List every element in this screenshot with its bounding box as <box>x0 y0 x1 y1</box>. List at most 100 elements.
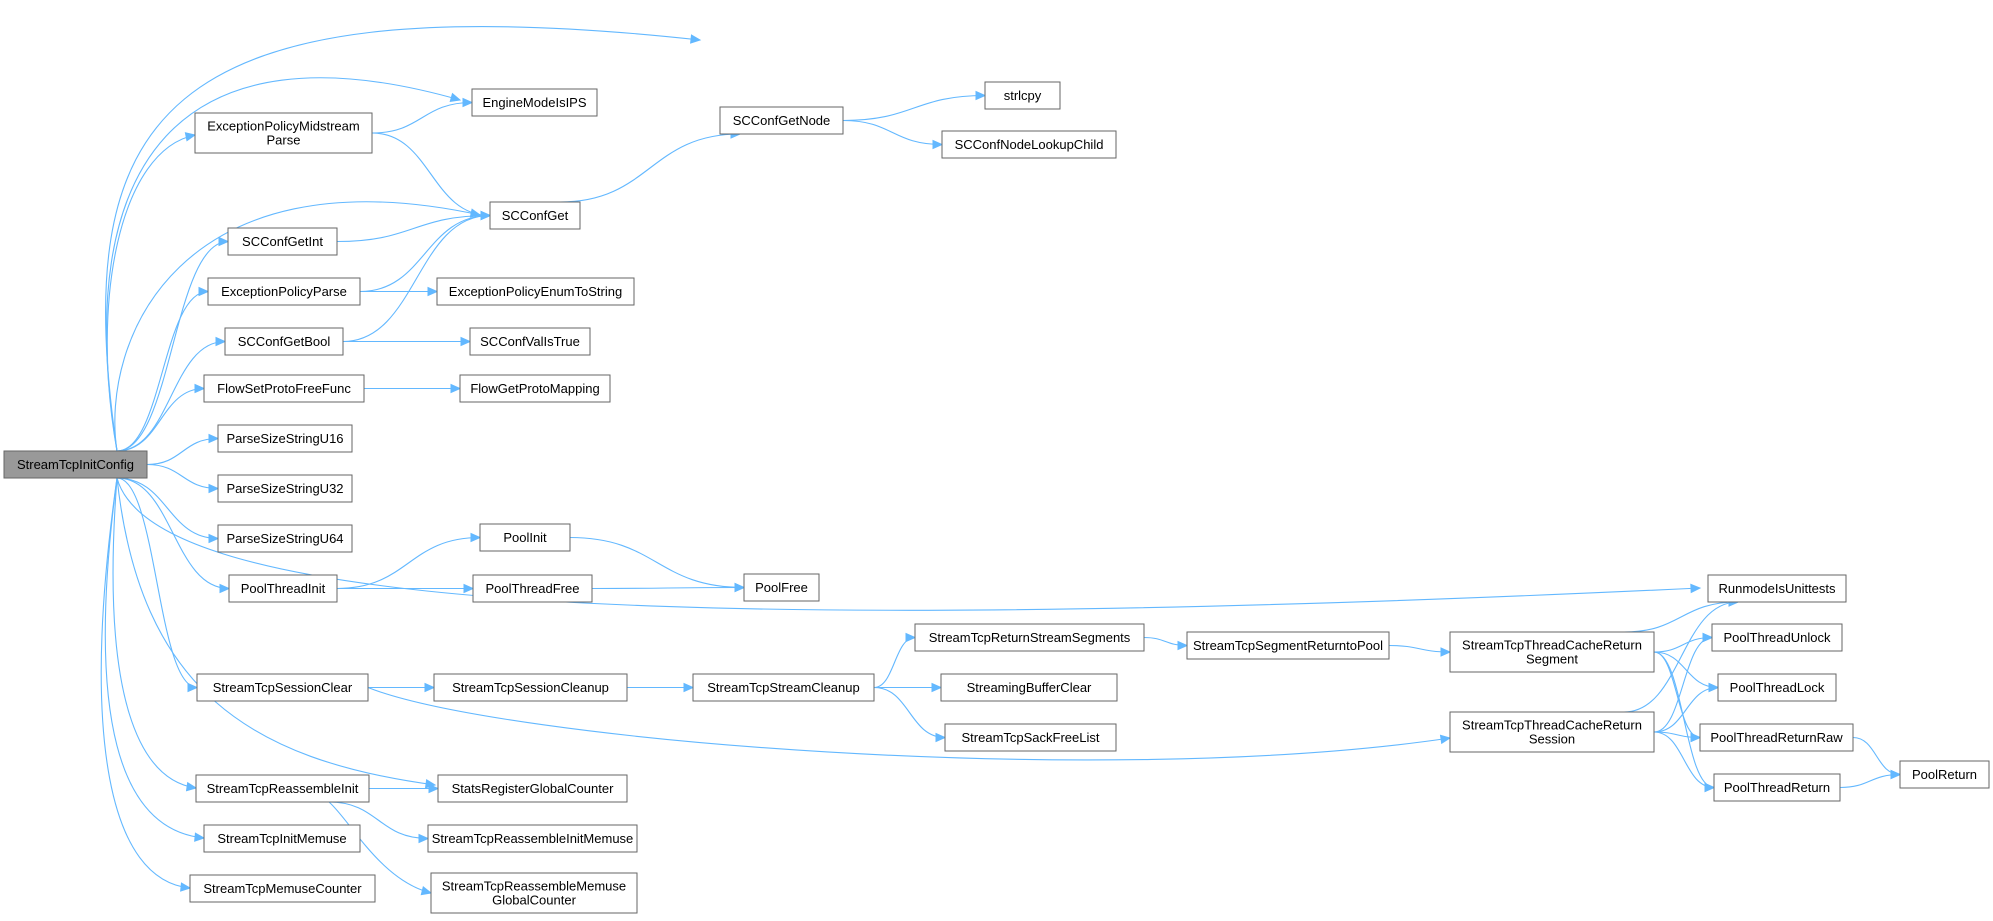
edge-scgetbool-to-scget <box>342 210 492 343</box>
node-sessclear[interactable]: StreamTcpSessionClear <box>196 673 369 702</box>
arrowhead-icon <box>683 682 695 693</box>
node-box <box>217 524 353 553</box>
node-ptreturn[interactable]: PoolThreadReturn <box>1713 773 1841 802</box>
node-box <box>437 774 628 803</box>
node-scgetbool[interactable]: SCConfGetBool <box>224 327 344 356</box>
node-box <box>471 88 598 117</box>
arrowhead-icon <box>975 90 987 101</box>
node-ptlock[interactable]: PoolThreadLock <box>1717 673 1837 702</box>
node-box <box>203 824 361 853</box>
arrowhead-icon <box>460 336 472 347</box>
node-scget[interactable]: SCConfGet <box>489 201 581 230</box>
node-label: StreamTcpThreadCacheReturn <box>1462 718 1642 733</box>
node-ptunlock[interactable]: PoolThreadUnlock <box>1711 623 1843 652</box>
node-segretpool[interactable]: StreamTcpSegmentReturntoPool <box>1186 631 1390 660</box>
node-label: PoolThreadLock <box>1730 680 1825 695</box>
node-retsegs[interactable]: StreamTcpReturnStreamSegments <box>914 623 1145 652</box>
function-nodes: StreamTcpInitConfig ExceptionPolicyMidstr… <box>3 81 1990 914</box>
node-root[interactable]: StreamTcpInitConfig <box>3 450 148 479</box>
arrowhead-icon <box>932 139 944 150</box>
node-strlcpy[interactable]: strlcpy <box>984 81 1061 110</box>
arrowhead-icon <box>1690 583 1702 594</box>
node-runmode[interactable]: RunmodeIsUnittests <box>1707 574 1847 603</box>
node-box <box>940 673 1118 702</box>
edge-root-to-initmemuse <box>104 477 206 842</box>
node-label: StreamTcpReassembleInit <box>207 781 359 796</box>
edge-reasminit-to-reasmmemusegc <box>328 801 433 896</box>
node-box <box>3 450 148 479</box>
node-label: StreamTcpInitConfig <box>17 457 134 472</box>
node-label: StreamTcpSessionCleanup <box>452 680 609 695</box>
node-poolthreadfree[interactable]: PoolThreadFree <box>472 574 593 603</box>
node-flowget[interactable]: FlowGetProtoMapping <box>459 374 611 403</box>
node-label: StreamTcpReassembleInitMemuse <box>432 831 634 846</box>
edge-poolinit-to-poolfree <box>569 536 746 593</box>
node-sesscleanup[interactable]: StreamTcpSessionCleanup <box>433 673 628 702</box>
arrowhead-icon <box>208 433 220 444</box>
node-poolfree[interactable]: PoolFree <box>743 573 820 602</box>
edge-segretpool-to-tcrseg <box>1388 644 1452 657</box>
node-reasminitmemuse[interactable]: StreamTcpReassembleInitMemuse <box>427 824 638 853</box>
node-label: PoolThreadUnlock <box>1724 630 1831 645</box>
node-ps64[interactable]: ParseSizeStringU64 <box>217 524 353 553</box>
edge-line <box>104 477 205 839</box>
edge-line <box>569 536 745 589</box>
node-streambufclear[interactable]: StreamingBufferClear <box>940 673 1118 702</box>
node-label: FlowSetProtoFreeFunc <box>217 381 351 396</box>
edge-reasminit-to-statsreg <box>369 783 440 794</box>
node-box <box>944 723 1117 752</box>
node-epenum[interactable]: ExceptionPolicyEnumToString <box>436 277 635 306</box>
node-ptreturnraw[interactable]: PoolThreadReturnRaw <box>1699 723 1854 752</box>
node-reasminit[interactable]: StreamTcpReassembleInit <box>195 774 370 803</box>
edge-line <box>1623 601 1739 633</box>
node-poolinit[interactable]: PoolInit <box>479 523 571 552</box>
edge-root-to-poolthreadinit <box>116 477 231 594</box>
node-epparse[interactable]: ExceptionPolicyParse <box>207 277 361 306</box>
node-flowset[interactable]: FlowSetProtoFreeFunc <box>203 374 365 403</box>
arrowhead-icon <box>1439 734 1452 745</box>
node-sackfree[interactable]: StreamTcpSackFreeList <box>944 723 1117 752</box>
edge-line <box>116 477 230 590</box>
edge-line <box>100 477 191 889</box>
edge-line <box>367 686 1451 761</box>
node-scvalistrue[interactable]: SCConfValIsTrue <box>469 327 591 356</box>
node-scgetint[interactable]: SCConfGetInt <box>227 227 338 256</box>
node-ps32[interactable]: ParseSizeStringU32 <box>217 474 353 503</box>
node-label: StreamTcpSessionClear <box>213 680 353 695</box>
node-box <box>469 327 591 356</box>
node-box <box>228 574 338 603</box>
node-poolthreadinit[interactable]: PoolThreadInit <box>228 574 338 603</box>
arrowhead-icon <box>215 336 227 347</box>
node-label: PoolThreadInit <box>241 581 326 596</box>
edge-root-to-flowset <box>116 383 206 452</box>
node-scgetnode[interactable]: SCConfGetNode <box>719 106 844 135</box>
node-ps16[interactable]: ParseSizeStringU16 <box>217 424 353 453</box>
edge-streamcleanup-to-sackfree <box>873 686 947 743</box>
node-initmemuse[interactable]: StreamTcpInitMemuse <box>203 824 361 853</box>
node-label: ParseSizeStringU32 <box>226 481 343 496</box>
node-label: GlobalCounter <box>492 893 576 908</box>
node-label: strlcpy <box>1004 88 1042 103</box>
node-box <box>719 106 844 135</box>
node-memusecounter[interactable]: StreamTcpMemuseCounter <box>189 874 376 903</box>
node-statsreg[interactable]: StatsRegisterGlobalCounter <box>437 774 628 803</box>
edge-line <box>336 536 481 590</box>
edge-root-to-memusecounter <box>100 477 192 892</box>
node-emips[interactable]: EngineModeIsIPS <box>471 88 598 117</box>
node-box <box>1449 631 1655 673</box>
node-box <box>430 872 638 914</box>
node-label: SCConfGetBool <box>238 334 331 349</box>
node-poolreturn[interactable]: PoolReturn <box>1899 760 1990 789</box>
arrowhead-icon <box>194 832 206 842</box>
node-box <box>189 874 376 903</box>
edge-retsegs-to-segretpool <box>1143 636 1189 651</box>
node-sclookup[interactable]: SCConfNodeLookupChild <box>941 130 1117 159</box>
edge-root-to-ps64 <box>116 477 220 544</box>
node-streamcleanup[interactable]: StreamTcpStreamCleanup <box>692 673 875 702</box>
arrowhead-icon <box>462 97 474 108</box>
edge-line <box>359 214 491 293</box>
